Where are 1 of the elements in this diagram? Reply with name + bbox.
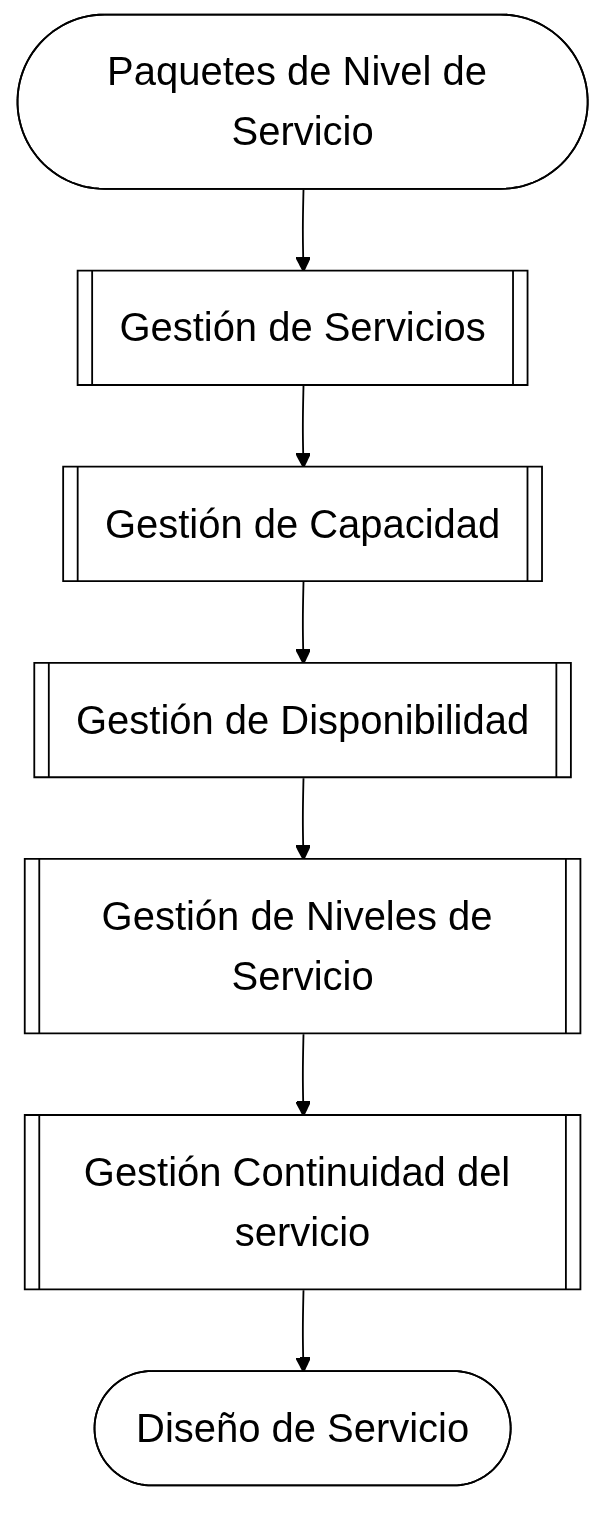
arrow <box>295 1289 312 1373</box>
